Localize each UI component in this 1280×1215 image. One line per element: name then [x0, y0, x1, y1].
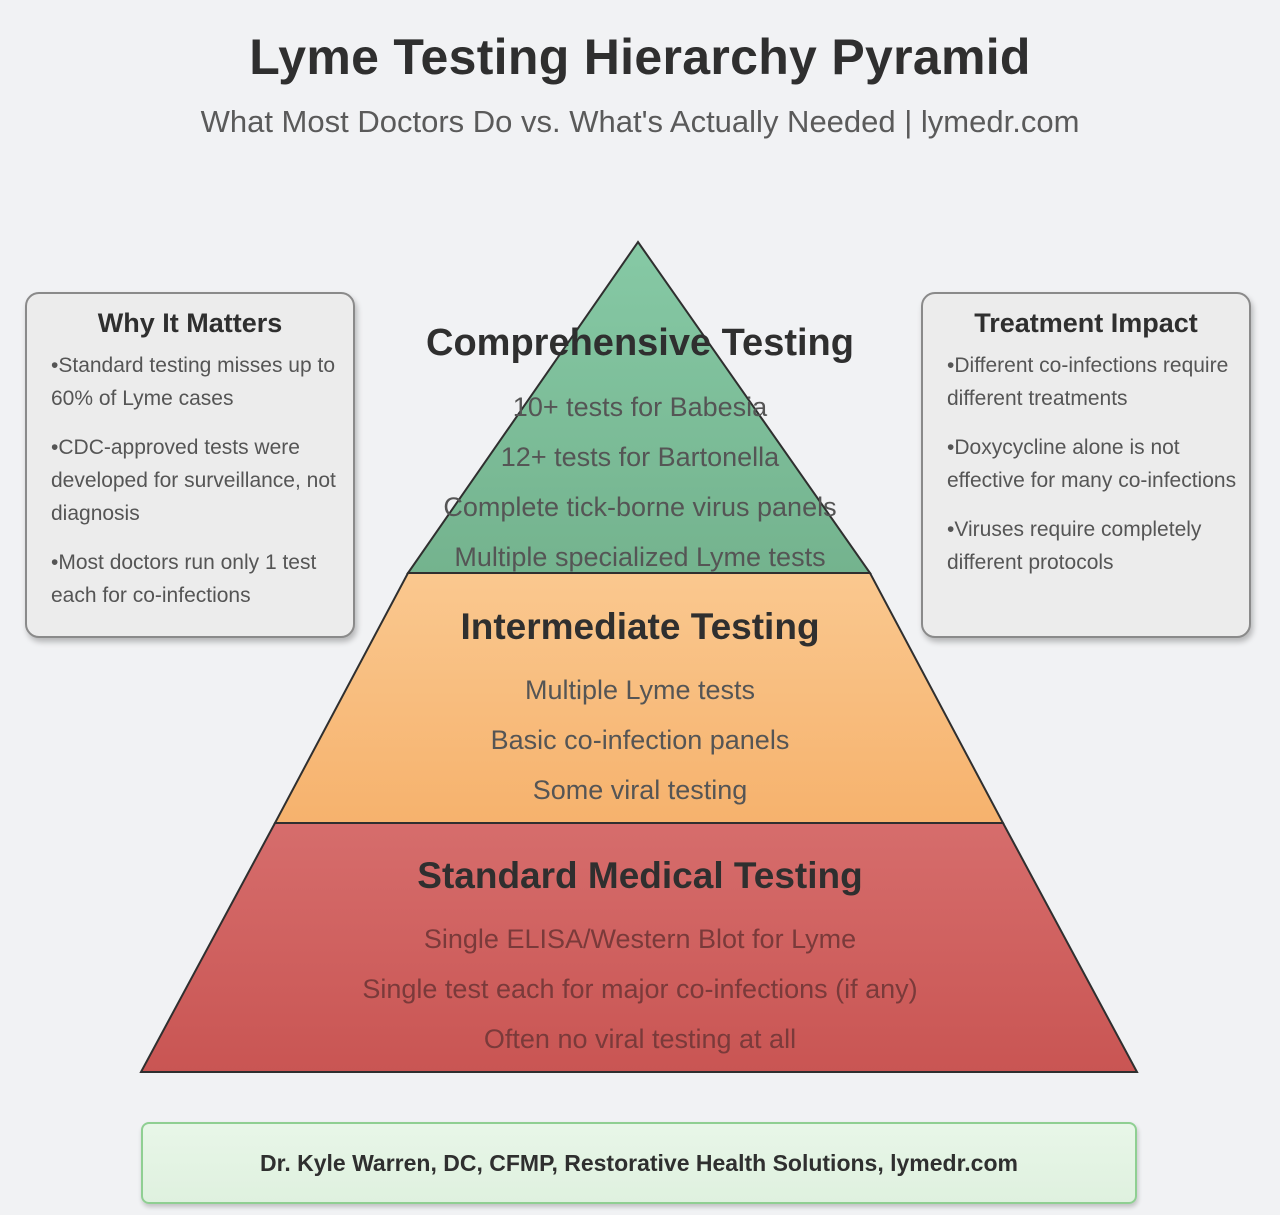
- tier-comprehensive-item: Multiple specialized Lyme tests: [454, 542, 826, 572]
- treatment-impact-title: Treatment Impact: [974, 308, 1198, 338]
- tier-standard-title: Standard Medical Testing: [417, 855, 863, 896]
- why-it-matters-item: CDC-approved tests were developed for su…: [51, 431, 341, 530]
- why-it-matters-item: Standard testing misses up to 60% of Lym…: [51, 349, 341, 415]
- treatment-impact-item: Different co-infections require differen…: [947, 349, 1237, 415]
- treatment-impact-item: Viruses require completely different pro…: [947, 513, 1237, 579]
- tier-intermediate: Intermediate Testing Multiple Lyme tests…: [0, 606, 1280, 808]
- tier-standard: Standard Medical Testing Single ELISA/We…: [0, 855, 1280, 1057]
- footer-credit: Dr. Kyle Warren, DC, CFMP, Restorative H…: [260, 1149, 1018, 1176]
- tier-intermediate-item: Some viral testing: [532, 775, 748, 805]
- tier-comprehensive-title: Comprehensive Testing: [426, 322, 854, 364]
- tier-comprehensive: Comprehensive Testing 10+ tests for Babe…: [0, 322, 1280, 572]
- page-title: Lyme Testing Hierarchy Pyramid: [249, 29, 1031, 85]
- treatment-impact-item: Doxycycline alone is not effective for m…: [947, 431, 1237, 497]
- tier-standard-item: Single test each for major co-infections…: [362, 974, 918, 1004]
- tier-intermediate-item: Multiple Lyme tests: [524, 675, 756, 705]
- tier-intermediate-item: Basic co-infection panels: [490, 725, 790, 755]
- tier-comprehensive-item: Complete tick-borne virus panels: [443, 492, 837, 522]
- why-it-matters-title: Why It Matters: [97, 308, 283, 338]
- footer-credit-box: Dr. Kyle Warren, DC, CFMP, Restorative H…: [141, 1122, 1137, 1204]
- tier-intermediate-title: Intermediate Testing: [460, 606, 820, 647]
- tier-comprehensive-shape: [406, 240, 872, 574]
- tier-standard-item: Single ELISA/Western Blot for Lyme: [423, 924, 857, 954]
- page-subtitle: What Most Doctors Do vs. What's Actually…: [200, 104, 1080, 139]
- treatment-impact-box: Treatment Impact Different co-infections…: [921, 292, 1251, 638]
- why-it-matters-box: Why It Matters Standard testing misses u…: [25, 292, 355, 638]
- why-it-matters-item: Most doctors run only 1 test each for co…: [51, 546, 341, 612]
- tier-comprehensive-item: 10+ tests for Babesia: [512, 392, 768, 422]
- tier-comprehensive-item: 12+ tests for Bartonella: [500, 442, 780, 472]
- tier-standard-item: Often no viral testing at all: [483, 1024, 797, 1054]
